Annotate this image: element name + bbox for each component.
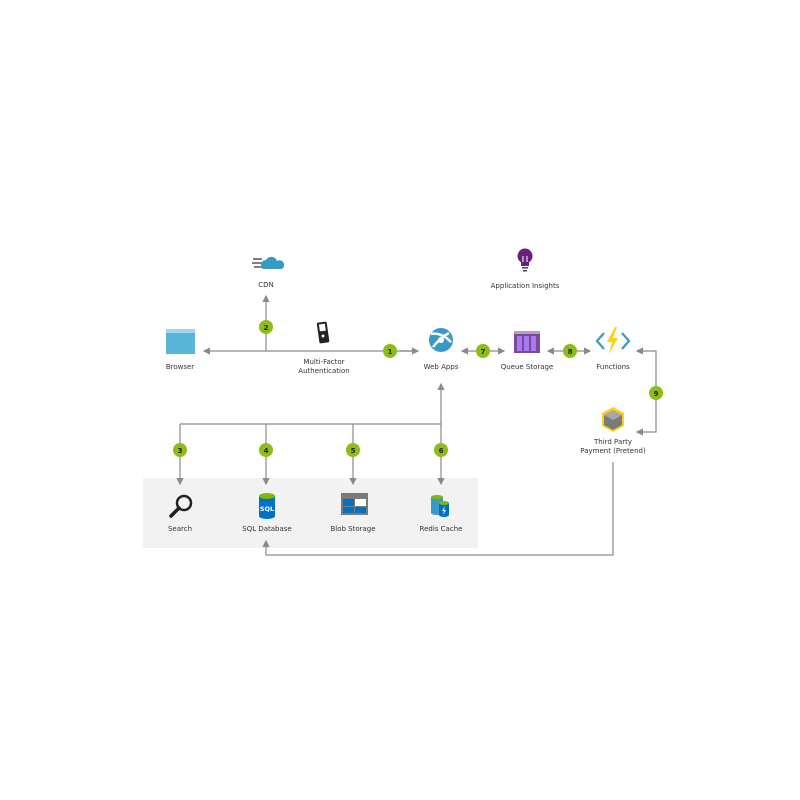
svg-text:4: 4 xyxy=(264,447,269,455)
svg-text:Queue Storage: Queue Storage xyxy=(501,363,554,371)
search-icon xyxy=(169,494,193,518)
svg-text:6: 6 xyxy=(439,447,444,455)
search-node[interactable]: Search xyxy=(168,494,193,533)
step-badge-8: 8 xyxy=(563,344,577,358)
cube-icon xyxy=(602,407,624,432)
redis-cache-node[interactable]: Redis Cache xyxy=(420,495,463,533)
svg-text:SQL Database: SQL Database xyxy=(242,525,291,533)
svg-text:2: 2 xyxy=(264,324,269,332)
globe-icon xyxy=(429,328,453,352)
blob-storage-node[interactable]: Blob Storage xyxy=(330,493,376,533)
step-badge-6: 6 xyxy=(434,443,448,457)
step-badge-9: 9 xyxy=(649,386,663,400)
cloud-icon xyxy=(252,256,285,269)
step-badge-3: 3 xyxy=(173,443,187,457)
step-badge-5: 5 xyxy=(346,443,360,457)
svg-text:Search: Search xyxy=(168,525,192,533)
svg-text:Authentication: Authentication xyxy=(298,367,349,375)
queue-storage-node[interactable]: Queue Storage xyxy=(501,331,554,371)
svg-text:1: 1 xyxy=(388,348,393,356)
phone-lock-icon xyxy=(316,321,330,344)
app-insights-node[interactable]: Application Insights xyxy=(491,248,560,291)
svg-text:Web Apps: Web Apps xyxy=(424,363,459,371)
step-badge-4: 4 xyxy=(259,443,273,457)
queue-icon xyxy=(514,331,540,353)
svg-text:8: 8 xyxy=(568,348,573,356)
svg-text:7: 7 xyxy=(481,348,486,356)
svg-text:5: 5 xyxy=(351,447,356,455)
svg-text:3: 3 xyxy=(178,447,183,455)
svg-text:CDN: CDN xyxy=(258,281,274,289)
redis-cache-icon xyxy=(431,495,449,517)
web-apps-node[interactable]: Web Apps xyxy=(424,328,459,371)
step-badge-2: 2 xyxy=(259,320,273,334)
step-badge-7: 7 xyxy=(476,344,490,358)
browser-window-icon xyxy=(166,329,195,354)
third-party-payment-node[interactable]: Third Party Payment (Pretend) xyxy=(580,407,646,455)
svg-text:Application Insights: Application Insights xyxy=(491,282,560,290)
sql-database-node[interactable]: SQL SQL Database xyxy=(242,493,292,533)
mfa-node: Multi-Factor Authentication xyxy=(298,321,350,375)
data-services-panel xyxy=(143,478,478,548)
svg-text:Multi-Factor: Multi-Factor xyxy=(303,358,344,366)
svg-text:9: 9 xyxy=(654,390,659,398)
function-bolt-icon xyxy=(595,327,631,354)
svg-text:Payment (Pretend): Payment (Pretend) xyxy=(580,447,646,455)
blob-storage-icon xyxy=(341,493,368,515)
functions-node[interactable]: Functions xyxy=(595,327,631,371)
step-badge-1: 1 xyxy=(383,344,397,358)
svg-text:Third Party: Third Party xyxy=(593,438,632,446)
sql-database-icon: SQL xyxy=(259,493,275,519)
svg-text:Functions: Functions xyxy=(596,363,630,371)
lightbulb-icon xyxy=(517,248,533,272)
svg-text:SQL: SQL xyxy=(260,505,274,513)
svg-text:Blob Storage: Blob Storage xyxy=(330,525,375,533)
cdn-node[interactable]: CDN xyxy=(252,256,285,289)
svg-text:Browser: Browser xyxy=(166,363,194,371)
svg-text:Redis Cache: Redis Cache xyxy=(420,525,463,533)
browser-node[interactable]: Browser xyxy=(166,329,195,371)
